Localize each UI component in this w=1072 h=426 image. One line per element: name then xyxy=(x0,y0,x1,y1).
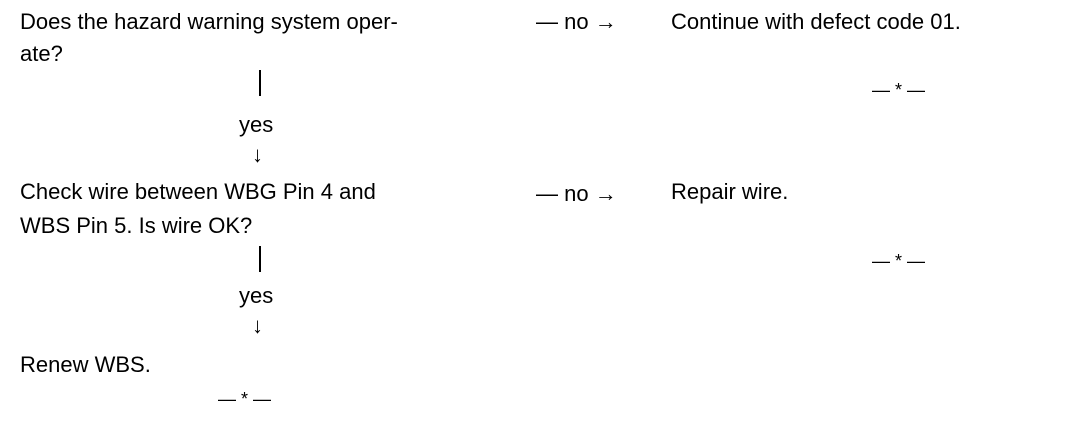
end-mark-1: — * — xyxy=(872,80,926,100)
connector-line-2 xyxy=(259,246,261,272)
no-branch-1-label: — no → xyxy=(536,9,617,34)
connector-line-1 xyxy=(259,70,261,96)
no-branch-2-label: — no → xyxy=(536,181,617,206)
end-mark-2: — * — xyxy=(872,251,926,271)
no-branch-1-action: Continue with defect code 01. xyxy=(671,9,961,34)
question-1-line-2: ate? xyxy=(20,41,63,66)
no-branch-2-action: Repair wire. xyxy=(671,179,789,204)
question-2-line-2: WBS Pin 5. Is wire OK? xyxy=(20,213,253,238)
final-action: Renew WBS. xyxy=(20,352,151,377)
yes-branch-1-label: yes xyxy=(239,112,274,137)
arrow-down-icon: ↓ xyxy=(252,142,263,167)
question-1-line-1: Does the hazard warning system oper- xyxy=(20,9,398,34)
arrow-down-icon: ↓ xyxy=(252,313,263,338)
question-2-line-1: Check wire between WBG Pin 4 and xyxy=(20,179,376,204)
yes-branch-2-label: yes xyxy=(239,283,274,308)
end-mark-final: — * — xyxy=(218,389,272,409)
